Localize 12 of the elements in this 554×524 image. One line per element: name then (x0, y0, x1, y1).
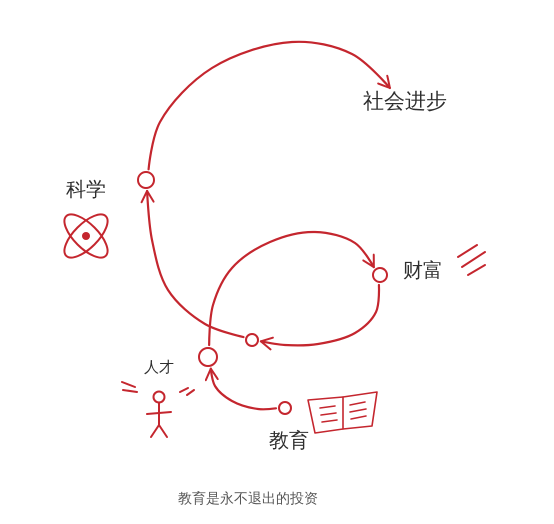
circle-node (245, 333, 259, 347)
arrow (208, 230, 375, 346)
node-label: 科学 (66, 178, 106, 200)
arrow (204, 368, 278, 410)
arrow (260, 284, 380, 350)
text-label: 社会进步 (363, 90, 447, 114)
caption: 教育是永不退出的投资 (178, 490, 318, 508)
arrow (140, 190, 245, 338)
node-label: 教育 (269, 429, 309, 451)
node-label: 财富 (403, 259, 443, 281)
node-label: 人才 (144, 359, 174, 376)
arrow (147, 40, 391, 170)
